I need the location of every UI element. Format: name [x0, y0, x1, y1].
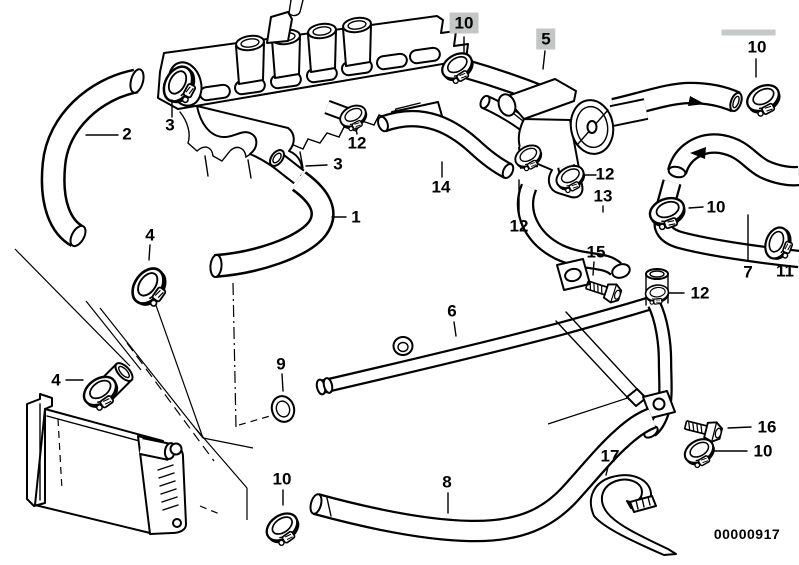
clamp-4-upper[interactable]: [124, 261, 176, 314]
dipstick-tube: [288, 0, 304, 17]
callout-10[interactable]: 10: [449, 12, 479, 34]
callout-17[interactable]: 17: [600, 446, 620, 466]
callout-9[interactable]: 9: [276, 354, 286, 374]
clamp-10-bottomleft[interactable]: [260, 506, 306, 551]
callout-5[interactable]: 5: [536, 28, 556, 50]
hose-7[interactable]: [667, 133, 799, 187]
callout-12[interactable]: 12: [595, 164, 615, 184]
leader-lines: [65, 36, 757, 514]
callout-12[interactable]: 12: [509, 216, 529, 236]
flow-arrow: [688, 96, 705, 106]
flange-tab: [556, 258, 591, 291]
callout-14[interactable]: 14: [431, 177, 451, 197]
hose-2[interactable]: [40, 68, 146, 249]
casting-edge: [179, 102, 421, 162]
callout-2[interactable]: 2: [122, 124, 132, 144]
engine-block[interactable]: [157, 0, 469, 179]
callout-12[interactable]: 12: [690, 283, 710, 303]
callout-15[interactable]: 15: [586, 242, 606, 262]
callout-1[interactable]: 1: [351, 207, 361, 227]
callout-8[interactable]: 8: [442, 472, 452, 492]
callout-6[interactable]: 6: [447, 301, 457, 321]
hose-8[interactable]: [309, 407, 657, 543]
hose-13[interactable]: [516, 183, 632, 280]
radiator-filler-neck: [139, 437, 183, 461]
callout-3[interactable]: 3: [165, 115, 175, 135]
watermark: 00000917: [713, 526, 781, 542]
callout-12[interactable]: 12: [347, 133, 367, 153]
callout-13[interactable]: 13: [593, 186, 613, 206]
callout-10[interactable]: 10: [706, 197, 726, 217]
hose-strap-17[interactable]: [589, 474, 677, 556]
callout-3[interactable]: 3: [333, 154, 343, 174]
callout-16[interactable]: 16: [757, 417, 777, 437]
callout-10[interactable]: 10: [272, 469, 292, 489]
callout-7[interactable]: 7: [743, 262, 753, 282]
callout-11[interactable]: 11: [776, 261, 794, 281]
callout-4[interactable]: 4: [145, 225, 155, 245]
intake-stubs: [235, 16, 372, 85]
radiator[interactable]: [26, 393, 187, 535]
callout-10[interactable]: 10: [753, 441, 773, 461]
callout-10[interactable]: 10: [721, 29, 776, 57]
clamp-10-mid[interactable]: [645, 192, 691, 234]
pipe-ring: [392, 336, 414, 356]
clamp-10-topright[interactable]: [741, 78, 787, 121]
water-pipe-6[interactable]: [315, 258, 676, 440]
flow-arrow: [690, 147, 706, 159]
thermostat-fitting[interactable]: [267, 148, 305, 185]
callout-4[interactable]: 4: [51, 370, 61, 390]
construction-lines: [14, 248, 644, 520]
pipe-junction: [645, 268, 669, 306]
hose-1[interactable]: [209, 171, 335, 278]
head-tab: [266, 11, 293, 44]
hose-14[interactable]: [376, 109, 515, 179]
o-ring-9[interactable]: [269, 393, 298, 425]
